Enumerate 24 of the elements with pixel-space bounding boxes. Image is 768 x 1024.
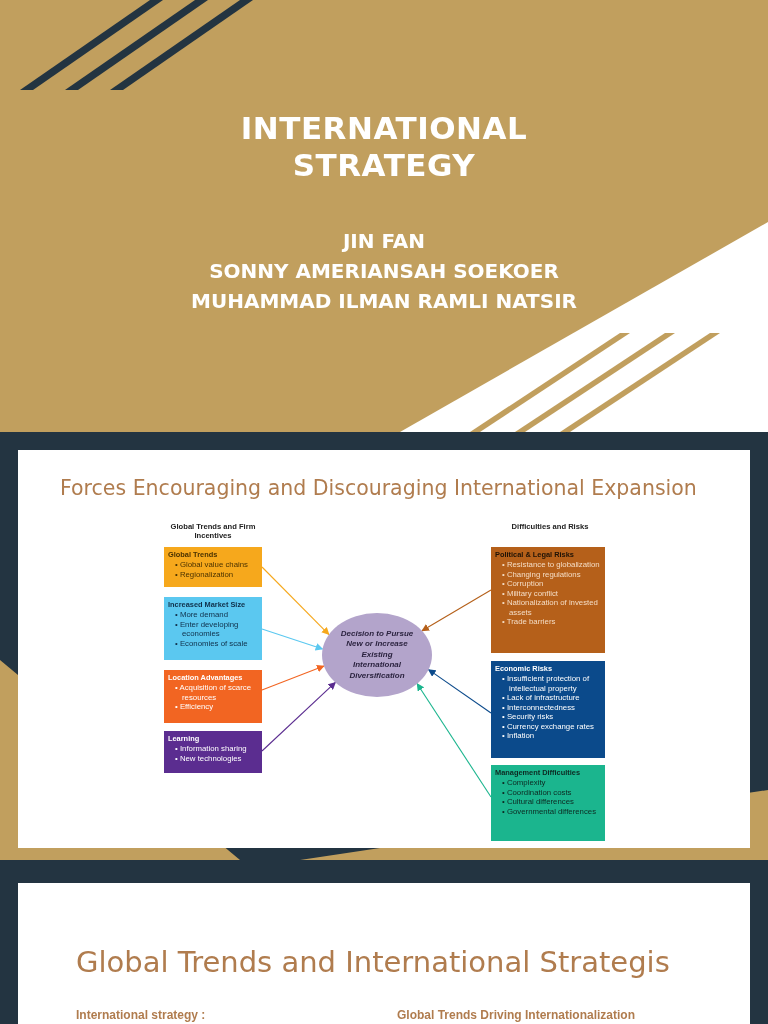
- arrow: [261, 681, 336, 752]
- slide-heading: Forces Encouraging and Discouraging International Expansion: [60, 476, 698, 500]
- slide-heading: Global Trends and International Strategis: [76, 945, 671, 979]
- arrow: [261, 628, 324, 651]
- factor-box: [491, 765, 605, 841]
- arrow: [427, 669, 492, 714]
- factor-box: [491, 547, 605, 653]
- presenter-name: MUHAMMAD ILMAN RAMLI NATSIR: [190, 289, 578, 313]
- arrow: [261, 566, 330, 636]
- factor-box: [491, 661, 605, 758]
- decision-ellipse: [322, 613, 432, 697]
- arrow: [421, 589, 492, 632]
- factor-box: [164, 547, 262, 587]
- presenter-name: SONNY AMERIANSAH SOEKOER: [208, 259, 560, 283]
- factor-box: [164, 597, 262, 660]
- presenter-name: JIN FAN: [341, 229, 427, 253]
- section-heading: Global Trends Driving Internationalization: [397, 1008, 637, 1022]
- factor-box: [164, 670, 262, 723]
- decision-text: Decision to Pursue New or Increase Existing International Diversification: [339, 629, 415, 681]
- factor-box: [164, 731, 262, 773]
- section-heading: International strategy :: [76, 1008, 207, 1022]
- slide-title: INTERNATIONAL STRATEGY: [239, 110, 529, 185]
- arrow: [416, 683, 492, 798]
- arrow: [261, 664, 325, 691]
